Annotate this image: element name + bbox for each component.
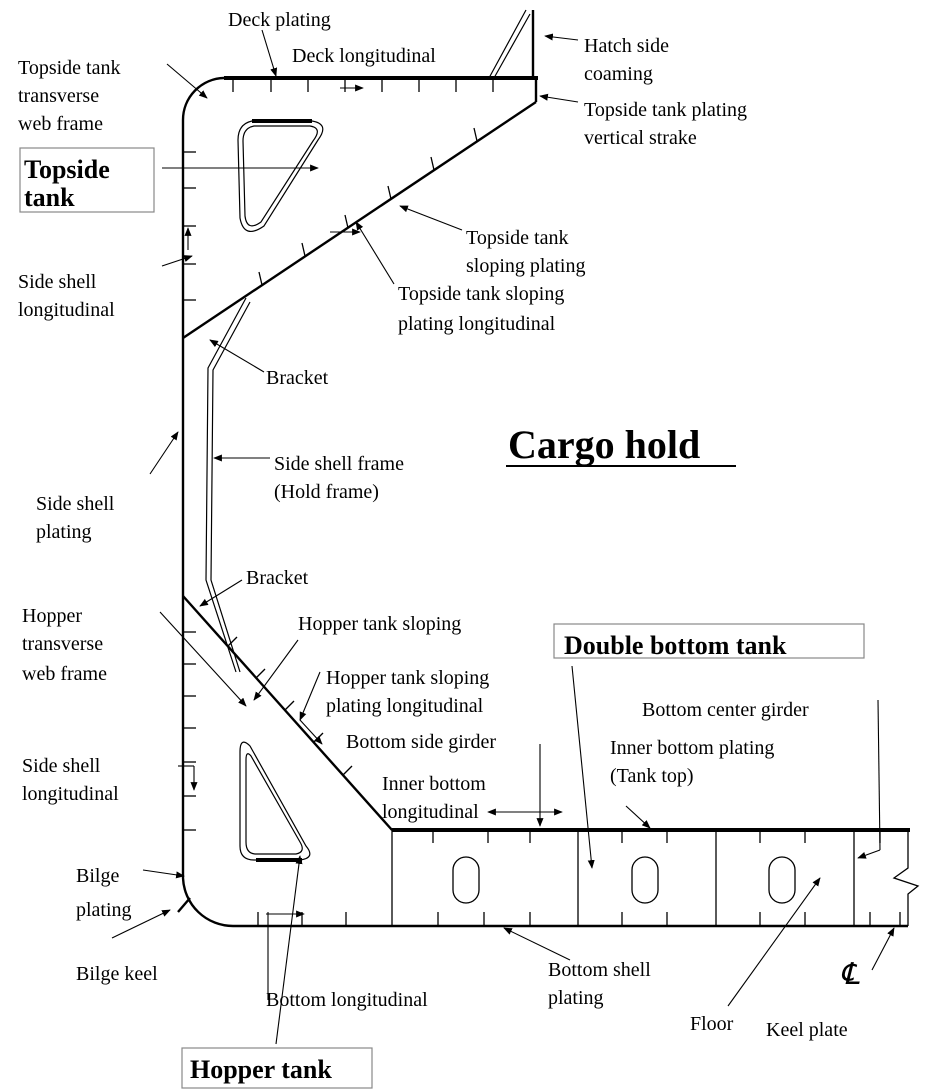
side-shell-frame xyxy=(205,297,247,673)
bottom-shell-plating-label: plating xyxy=(548,987,604,1009)
topside-sloping-plating xyxy=(182,101,537,339)
side-shell-frame-label: Side shell frame xyxy=(274,453,404,475)
topside-sloping-long-label: plating longitudinal xyxy=(398,313,556,335)
coaming-bracket xyxy=(488,9,531,79)
hatch-side-coaming-label: coaming xyxy=(584,63,653,85)
side-shell-longitudinal-lower-label: Side shell xyxy=(22,755,101,777)
hopper-web-frame-opening-inner xyxy=(245,753,303,855)
double-bottom-tank-box xyxy=(553,623,865,659)
bottom-center-girder-label: Bottom center girder xyxy=(642,699,809,721)
leader-arrows xyxy=(111,29,895,1045)
side-shell-frame-label: (Hold frame) xyxy=(274,481,379,503)
topside-web-frame-label: transverse xyxy=(18,85,99,107)
hopper-sloping-long-label: Hopper tank sloping xyxy=(326,667,489,689)
bracket-upper-label: Bracket xyxy=(266,367,329,389)
topside-web-frame-opening-inner xyxy=(242,125,318,227)
floor-lightening-hole xyxy=(452,856,480,904)
side-shell-longitudinals-upper xyxy=(183,151,196,301)
hopper-tank-label: Hopper tank xyxy=(190,1055,332,1084)
topside-vertical-strake-label: Topside tank plating xyxy=(584,99,747,121)
topside-web-frame-label: Topside tank xyxy=(18,57,120,79)
inner-bottom-longitudinal-label: longitudinal xyxy=(382,801,479,823)
side-shell-longitudinals-lower xyxy=(183,631,196,831)
hopper-tank-box xyxy=(181,1047,373,1089)
topside-tank-box xyxy=(19,147,155,213)
centerline-break xyxy=(892,830,920,926)
bilge-plating-label: Bilge xyxy=(76,865,119,887)
bracket-lower-label: Bracket xyxy=(246,567,309,589)
deck-longitudinals xyxy=(232,78,494,92)
bilge-keel-label: Bilge keel xyxy=(76,963,158,985)
bottom-longitudinals xyxy=(257,912,901,926)
topside-sloping-longitudinals xyxy=(258,127,478,286)
topside-vertical-strake-label: vertical strake xyxy=(584,127,697,149)
topside-tank-label: Topside xyxy=(24,155,110,184)
side-shell-plating-label: plating xyxy=(36,521,92,543)
topside-tank-label: tank xyxy=(24,183,75,212)
inner-bottom-plating-label: (Tank top) xyxy=(610,765,694,787)
topside-sloping-long-label: Topside tank sloping xyxy=(398,283,564,305)
topside-web-frame-opening xyxy=(237,120,324,233)
floor-label: Floor xyxy=(690,1013,734,1035)
hopper-web-frame-label: Hopper xyxy=(22,605,82,627)
centerline-symbol: ℄ xyxy=(840,958,860,991)
topside-web-frame-label: web frame xyxy=(18,113,103,135)
inner-bottom-plating-label: Inner bottom plating xyxy=(610,737,774,759)
floor-lightening-hole xyxy=(768,856,796,904)
side-shell-plating-label: Side shell xyxy=(36,493,115,515)
floor-lightening-hole xyxy=(631,856,659,904)
keel-plate-label: Keel plate xyxy=(766,1019,848,1041)
labels: Deck plating Deck longitudinal Hatch sid… xyxy=(18,9,860,1084)
side-shell-longitudinal-upper-label: longitudinal xyxy=(18,299,115,321)
hopper-web-frame-opening xyxy=(239,741,311,861)
hopper-sloping-plating xyxy=(182,595,393,831)
deck-longitudinal-label: Deck longitudinal xyxy=(292,45,436,67)
bottom-side-girder-label: Bottom side girder xyxy=(346,731,496,753)
hatch-side-coaming-label: Hatch side xyxy=(584,35,669,57)
bottom-longitudinal-label: Bottom longitudinal xyxy=(266,989,428,1011)
topside-sloping-plating-label: Topside tank xyxy=(466,227,568,249)
side-shell-longitudinal-lower-label: longitudinal xyxy=(22,783,119,805)
side-shell-longitudinal-upper-label: Side shell xyxy=(18,271,97,293)
topside-sloping-plating-label: sloping plating xyxy=(466,255,585,277)
cargo-hold-label: Cargo hold xyxy=(508,422,700,467)
hopper-web-frame-label: web frame xyxy=(22,663,107,685)
inner-bottom-longitudinal-label: Inner bottom xyxy=(382,773,486,795)
hopper-web-frame-label: transverse xyxy=(22,633,103,655)
bottom-shell-plating-label: Bottom shell xyxy=(548,959,651,981)
hopper-sloping-label: Hopper tank sloping xyxy=(298,613,461,635)
hopper-sloping-long-label: plating longitudinal xyxy=(326,695,484,717)
bilge-keel-shape xyxy=(177,897,191,913)
deck-plating-label: Deck plating xyxy=(228,9,331,31)
side-shell-frame-flange xyxy=(210,301,251,673)
double-bottom-tank-label: Double bottom tank xyxy=(564,631,787,660)
bilge-plating-label: plating xyxy=(76,899,132,921)
